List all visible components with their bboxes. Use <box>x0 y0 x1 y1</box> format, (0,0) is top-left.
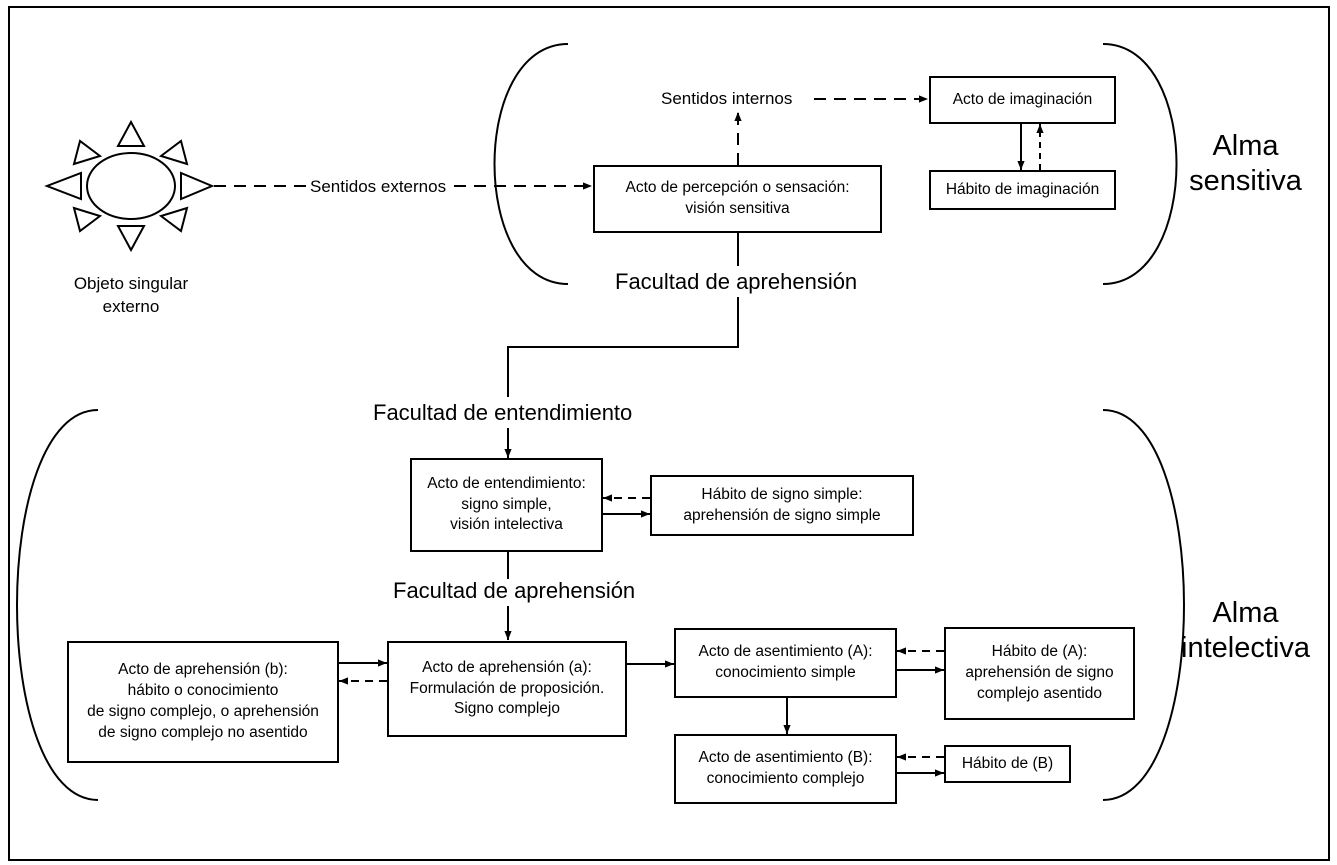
intellective-left-bracket <box>16 409 99 801</box>
imagination-habit-box: Hábito de imaginación <box>929 170 1116 210</box>
assent-act-B-box: Acto de asentimiento (B): conocimiento c… <box>674 734 897 804</box>
perception-act-box: Acto de percepción o sensación: visión s… <box>593 165 882 233</box>
perception-to-understanding-line <box>507 232 739 397</box>
sun-icon <box>44 119 215 253</box>
apprehension-act-b-box: Acto de aprehensión (b): hábito o conoci… <box>67 641 339 763</box>
external-object-label: Objeto singular externo <box>73 274 189 316</box>
external-senses-label: Sentidos externos <box>306 178 451 195</box>
sensitive-left-bracket <box>493 43 569 285</box>
assent-act-A-box: Acto de asentimiento (A): conocimiento s… <box>674 628 897 698</box>
internal-senses-label: Sentidos internos <box>658 90 796 107</box>
understanding-act-box: Acto de entendimiento: signo simple, vis… <box>410 458 603 552</box>
simple-sign-habit-box: Hábito de signo simple: aprehensión de s… <box>650 475 914 536</box>
sensitive-right-bracket <box>1102 43 1178 285</box>
intellective-soul-title: Alma intelectiva <box>1181 597 1310 664</box>
habit-B-box: Hábito de (B) <box>944 745 1071 783</box>
understanding-faculty-label: Facultad de entendimiento <box>371 400 635 425</box>
habit-A-box: Hábito de (A): aprehensión de signo comp… <box>944 627 1135 720</box>
outer-frame <box>8 6 1330 861</box>
imagination-act-box: Acto de imaginación <box>929 76 1116 124</box>
intellective-apprehension-faculty-label: Facultad de aprehensión <box>391 578 638 603</box>
apprehension-act-a-box: Acto de aprehensión (a): Formulación de … <box>387 641 627 737</box>
sensitive-apprehension-faculty-label: Facultad de aprehensión <box>613 269 860 294</box>
sensitive-soul-title: Alma sensitiva <box>1189 130 1302 197</box>
intellective-right-bracket <box>1102 409 1185 801</box>
